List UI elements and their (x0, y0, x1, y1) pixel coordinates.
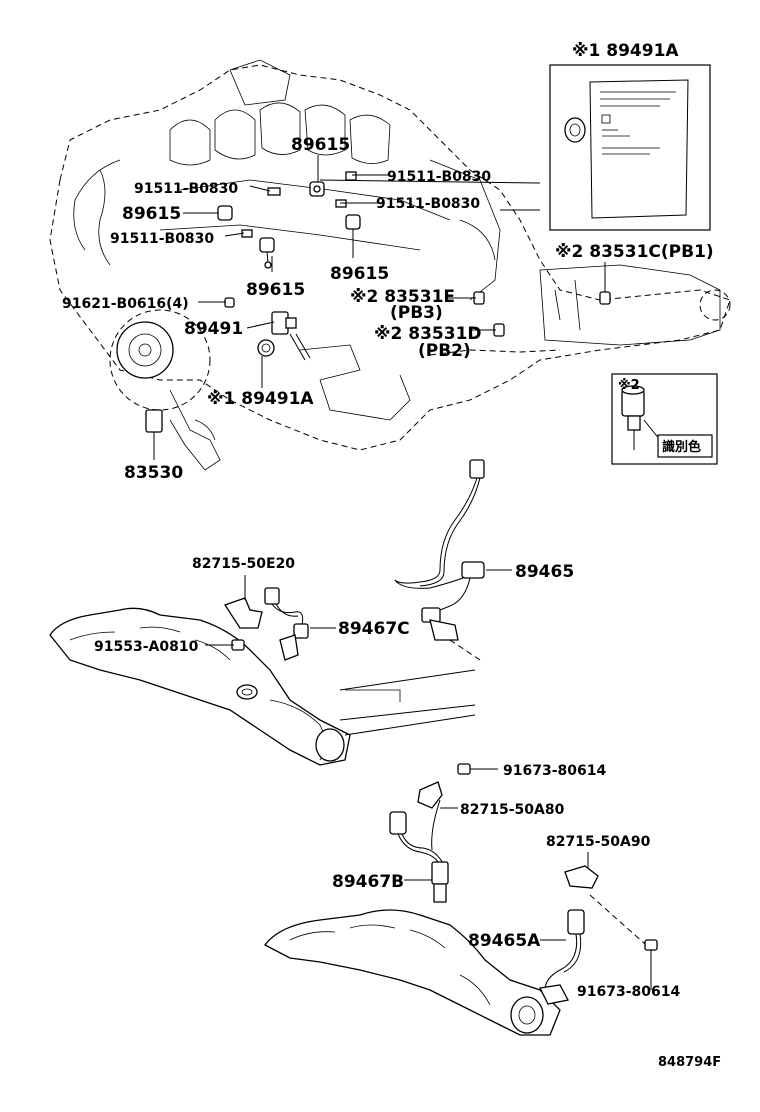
label-89615-top: 89615 (291, 135, 350, 155)
label-91511-b0830-lower-left: 91511-B0830 (110, 231, 214, 247)
exhaust-manifold-middle (49, 607, 476, 766)
o2-sensors-middle (205, 459, 512, 661)
label-83531c: ※2 83531C(PB1) (555, 242, 714, 262)
label-83531e: ※2 83531E (350, 287, 455, 307)
label-82715-50a80: 82715-50A80 (460, 802, 565, 818)
label-identification-color: 識別色 (662, 439, 701, 455)
label-89465a: 89465A (468, 931, 541, 951)
label-91511-b0830-upper-right: 91511-B0830 (387, 169, 491, 185)
label-inset-mark: ※2 (618, 378, 640, 393)
label-pb3: (PB3) (390, 303, 443, 323)
label-82715-50e20: 82715-50E20 (192, 556, 295, 572)
label-83531d: ※2 83531D (374, 324, 482, 344)
label-pb2: (PB2) (418, 341, 471, 361)
label-91511-b0830-left: 91511-B0830 (134, 181, 238, 197)
inset-89491a (549, 64, 711, 231)
label-89615-right: 89615 (330, 264, 389, 284)
engine-parts (145, 171, 611, 445)
label-91621-b0616: 91621-B0616(4) (62, 296, 189, 312)
label-89491: 89491 (184, 319, 243, 339)
label-89467c: 89467C (338, 619, 410, 639)
diagram-code: 848794F (658, 1055, 721, 1070)
label-91553-a0810: 91553-A0810 (94, 639, 199, 655)
exhaust-manifold-bottom (264, 909, 561, 1036)
labels: ※1 89491A 89615 91511-B0830 91511-B0830 … (62, 41, 721, 1070)
label-89467b: 89467B (332, 872, 404, 892)
label-91673-80614-top: 91673-80614 (503, 763, 606, 779)
label-82715-50a90: 82715-50A90 (546, 834, 651, 850)
label-89615-center: 89615 (246, 280, 305, 300)
label-91673-80614-bottom: 91673-80614 (577, 984, 680, 1000)
label-inset-89491a: ※1 89491A (572, 41, 679, 61)
label-83530: 83530 (124, 463, 183, 483)
label-89491a: ※1 89491A (207, 389, 314, 409)
label-89465: 89465 (515, 562, 574, 582)
label-89615-left: 89615 (122, 204, 181, 224)
engine-illustration (49, 59, 731, 471)
o2-sensors-bottom (389, 763, 658, 1005)
label-91511-b0830-right: 91511-B0830 (376, 196, 480, 212)
inset-knock-sensor (611, 373, 718, 465)
leaders-top (153, 155, 606, 460)
